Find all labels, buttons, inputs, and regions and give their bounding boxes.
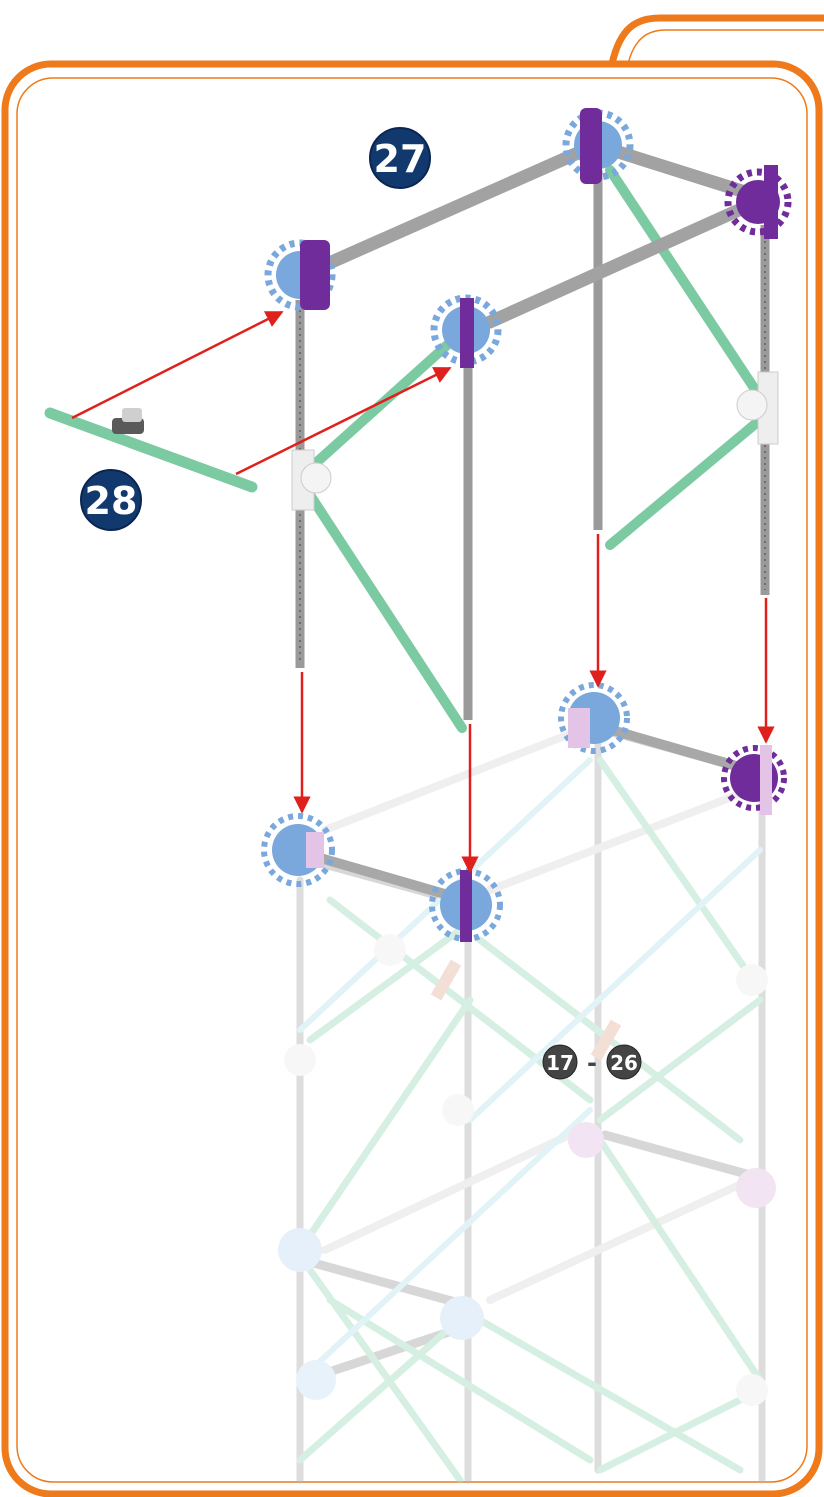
assembly-arrows [72,312,766,872]
connector-top-center [434,298,498,368]
faded-cyan-braces [300,760,760,1380]
connector-purple-lower-right [724,745,784,815]
connector-purple-lower-center [432,870,500,942]
connector-top-left [268,240,332,310]
faded-connector-blue [440,1296,484,1340]
previous-steps-range: 17 - 26 [543,1045,641,1079]
faded-connector-blue [278,1228,322,1272]
faded-lower-structure [278,730,776,1480]
faded-connector-white [284,1044,316,1076]
upper-cube-structure [268,108,788,728]
step-badge-28: 28 [81,470,141,530]
range-start-number: 17 [546,1051,574,1075]
white-mid-connectors [292,372,778,510]
range-separator: - [587,1049,597,1077]
frame-tab [612,18,824,64]
gray-clip-connector [112,408,144,434]
faded-connector-white [736,964,768,996]
step-number-27: 27 [374,137,427,181]
faded-connector-white [736,1374,768,1406]
connector-top-back [566,108,630,184]
connector-blue-lower-left [264,816,332,884]
upper-vertical-rods [300,170,765,720]
faded-connector-white [374,934,406,966]
range-end-number: 26 [610,1051,638,1075]
faded-connector-pink [736,1168,776,1208]
connector-top-right [728,165,788,239]
step-badge-27: 27 [370,128,430,188]
arrow-rod-to-top-center [236,368,450,474]
faded-back-rods [325,730,750,1300]
faded-connector-blue [296,1360,336,1400]
faded-vertical-rods [300,740,762,1480]
step-28-rod [50,408,252,487]
upper-green-braces [308,170,762,728]
faded-connector-pink [568,1122,604,1158]
step-number-28: 28 [85,479,138,523]
arrow-rod-to-top-left [72,312,282,418]
connector-blue-lower-back [561,685,627,751]
faded-connector-white [442,1094,474,1126]
